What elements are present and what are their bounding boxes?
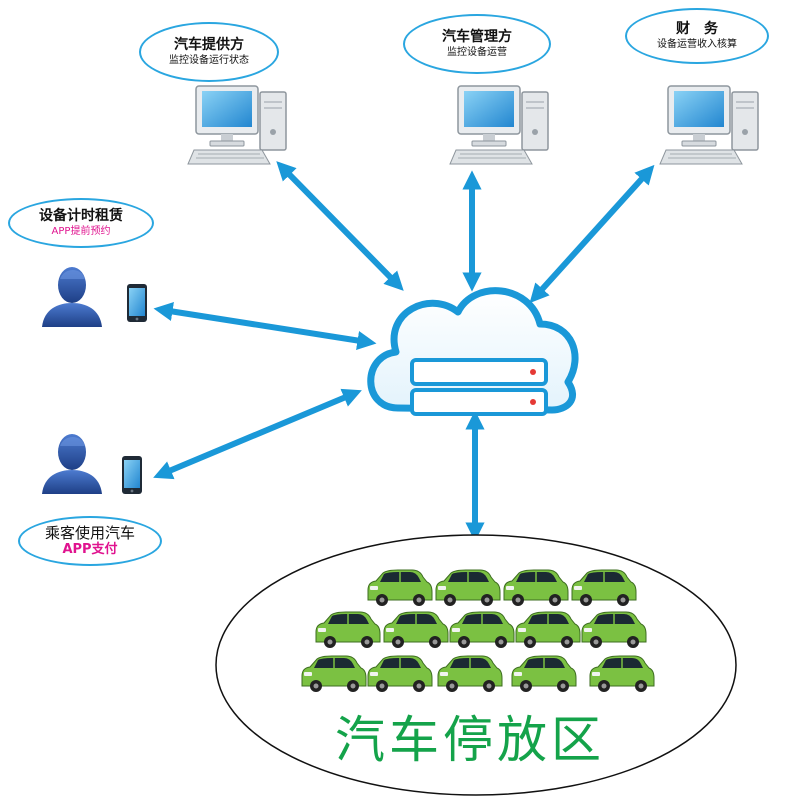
arrow-provider-cloud <box>276 161 404 291</box>
finance-desc: 设备运营收入核算 <box>657 38 737 50</box>
finance-title: 财 务 <box>676 21 718 37</box>
rental-bubble: 设备计时租赁 APP提前预约 <box>8 198 154 248</box>
arrow-passenger-cloud <box>153 388 362 480</box>
rental-phone-icon <box>127 284 147 322</box>
provider-computer-icon <box>187 85 287 165</box>
manager-desc: 监控设备运营 <box>447 46 507 58</box>
passenger-bubble: 乘客使用汽车 APP支付 <box>18 516 162 566</box>
rental-desc: APP提前预约 <box>51 225 111 237</box>
passenger-person-icon <box>42 434 102 494</box>
cloud-server-icon <box>367 287 579 416</box>
passenger-desc: APP支付 <box>62 542 118 558</box>
finance-computer-icon <box>659 85 759 165</box>
passenger-phone-icon <box>122 456 142 494</box>
provider-desc: 监控设备运行状态 <box>169 54 249 66</box>
rental-person-icon <box>42 267 102 327</box>
manager-title: 汽车管理方 <box>442 29 512 45</box>
arrow-finance-cloud <box>529 164 655 304</box>
manager-computer-icon <box>449 85 549 165</box>
provider-bubble: 汽车提供方 监控设备运行状态 <box>139 22 279 82</box>
rental-title: 设备计时租赁 <box>39 208 123 224</box>
arrow-rental-cloud <box>153 302 377 350</box>
parking-label: 汽车停放区 <box>335 711 605 769</box>
manager-bubble: 汽车管理方 监控设备运营 <box>403 14 551 74</box>
provider-title: 汽车提供方 <box>174 37 244 53</box>
finance-bubble: 财 务 设备运营收入核算 <box>625 8 769 64</box>
connection-arrows <box>153 161 655 542</box>
passenger-title: 乘客使用汽车 <box>44 523 135 542</box>
